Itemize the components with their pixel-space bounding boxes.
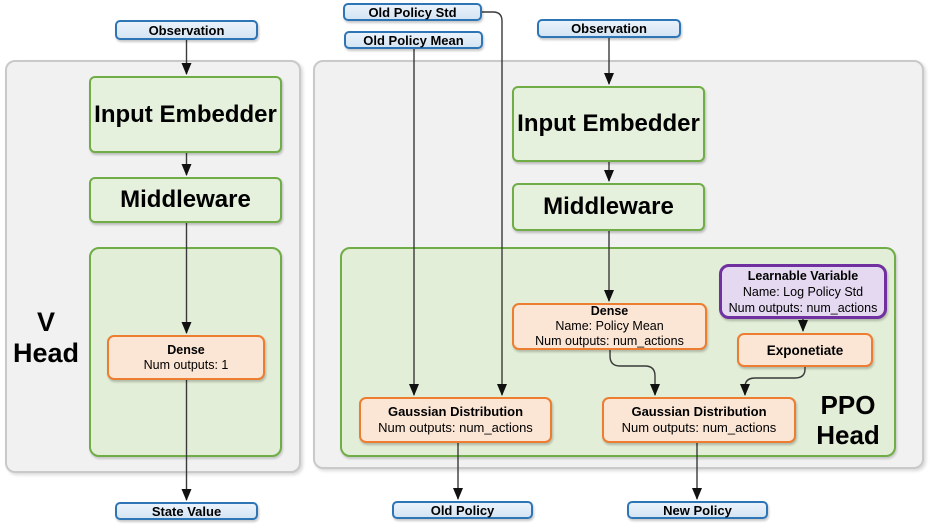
ppo-dense-outputs: Num outputs: num_actions [535,334,684,348]
new-policy-output-node: New Policy [627,501,768,519]
ppo-head-title: PPO Head [802,390,894,450]
v-head-title-line2: Head [12,338,80,368]
v-dense-title: Dense [167,342,205,357]
v-head-title-line1: V [36,307,55,337]
learnable-variable-outputs: Num outputs: num_actions [728,300,878,315]
gaussian-new-outputs: Num outputs: num_actions [621,420,777,435]
ppo-dense-name: Name: Policy Mean [555,319,664,333]
gaussian-new-title: Gaussian Distribution [631,404,767,419]
gaussian-distribution-old-node: Gaussian Distribution Num outputs: num_a… [359,397,552,443]
learnable-variable-title: Learnable Variable [747,268,859,283]
gaussian-distribution-new-node: Gaussian Distribution Num outputs: num_a… [602,397,796,443]
old-policy-std-label: Old Policy Std [368,4,457,20]
old-policy-mean-node: Old Policy Mean [344,31,483,49]
gaussian-old-title: Gaussian Distribution [387,404,524,419]
old-policy-output-node: Old Policy [392,501,533,519]
exponetiate-label: Exponetiate [766,342,844,358]
ppo-input-embedder-node: Input Embedder [512,86,705,162]
ppo-dense-node: Dense Name: Policy Mean Num outputs: num… [512,303,707,350]
learnable-variable-name: Name: Log Policy Std [742,284,864,299]
v-input-embedder-label: Input Embedder [94,100,277,128]
v-dense-outputs: Num outputs: 1 [143,357,229,372]
old-policy-mean-label: Old Policy Mean [363,32,464,48]
old-policy-output-label: Old Policy [430,502,495,518]
v-observation-label: Observation [148,22,225,38]
state-value-label: State Value [151,503,222,519]
ppo-middleware-node: Middleware [512,183,705,231]
v-head-title: V Head [6,307,86,369]
new-policy-output-label: New Policy [663,502,732,518]
ppo-observation-node: Observation [537,19,681,38]
old-policy-std-node: Old Policy Std [343,3,482,21]
ppo-observation-label: Observation [571,21,647,36]
v-input-embedder-node: Input Embedder [89,76,282,153]
gaussian-old-outputs: Num outputs: num_actions [378,420,533,435]
ppo-middleware-label: Middleware [543,193,674,220]
learnable-variable-node: Learnable Variable Name: Log Policy Std … [719,264,887,319]
ppo-head-title-line2: Head [816,420,880,450]
v-middleware-node: Middleware [89,177,282,223]
ppo-input-embedder-label: Input Embedder [517,110,700,137]
v-middleware-label: Middleware [120,186,251,213]
state-value-node: State Value [115,502,258,520]
v-observation-node: Observation [115,20,258,40]
ppo-head-title-line1: PPO [820,390,876,420]
v-dense-node: Dense Num outputs: 1 [107,335,265,380]
ppo-dense-title: Dense [590,304,629,318]
exponetiate-node: Exponetiate [737,333,873,367]
